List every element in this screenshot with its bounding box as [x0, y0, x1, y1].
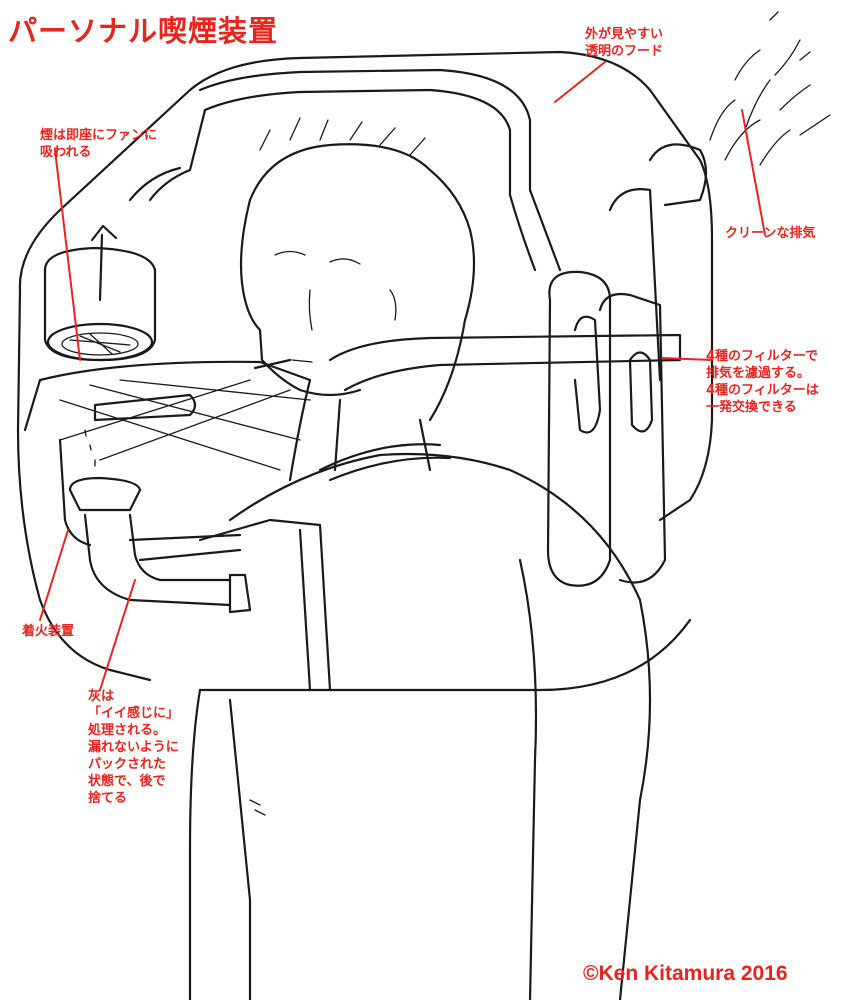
ash-tray [23, 360, 312, 614]
filter-label: 4種のフィルターで 排気を濾過する。 4種のフィルターは 一発交換できる [706, 349, 819, 415]
hood-label: 外が見やすい 透明のフード [585, 27, 664, 59]
fan-leader [54, 149, 81, 361]
exhaust-label: クリーンな排気 [725, 226, 816, 241]
fan-label: 煙は即座にファンに 吸われる [40, 128, 158, 160]
copyright-credit: ©Ken Kitamura 2016 [583, 962, 788, 985]
hood-tube [198, 68, 562, 272]
exhaust-leader [741, 109, 766, 236]
igniter-label: 着火装置 [22, 624, 75, 639]
hood-leader [554, 61, 606, 103]
fan-unit [43, 224, 157, 362]
man-head [239, 117, 476, 472]
ash-leader [99, 579, 136, 691]
transparent-hood [18, 50, 714, 522]
man-body [188, 443, 652, 1000]
exhaust-tube [328, 333, 682, 392]
page-title: パーソナル喫煙装置 [8, 14, 279, 48]
filter-leader [661, 357, 713, 361]
exhaust-plume [709, 11, 831, 166]
filter-unit [546, 143, 708, 587]
ash-label: 灰は 「イイ感じに」 処理される。 漏れないように パックされた 状態で、後で … [88, 689, 180, 806]
igniter-leader [39, 529, 69, 621]
